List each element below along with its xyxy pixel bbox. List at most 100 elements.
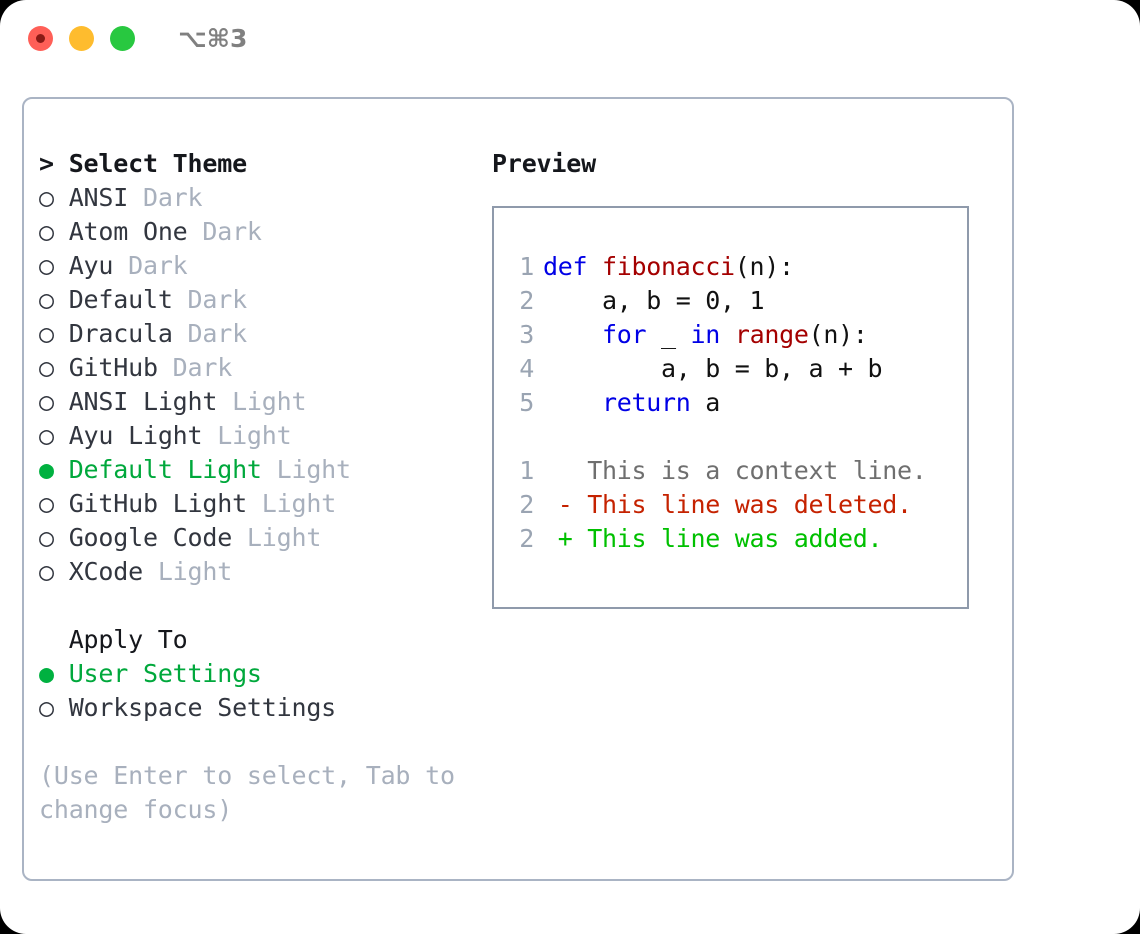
radio-selected-icon: ● xyxy=(39,455,54,484)
theme-option-google-code[interactable]: ○ Google Code Light xyxy=(39,521,492,555)
theme-option-label: Google Code xyxy=(53,523,233,552)
diff-text: This is a context line. xyxy=(587,456,927,485)
theme-option-ayu-light[interactable]: ○ Ayu Light Light xyxy=(39,419,492,453)
radio-unselected-icon: ○ xyxy=(39,523,54,552)
theme-option-kind: Dark xyxy=(172,285,248,314)
theme-option-kind: Dark xyxy=(187,217,262,246)
theme-option-ansi-light[interactable]: ○ ANSI Light Light xyxy=(39,385,492,419)
radio-unselected-icon: ○ xyxy=(39,693,54,722)
minimize-button[interactable] xyxy=(69,25,94,51)
theme-option-label: XCode xyxy=(53,557,143,586)
theme-option-label: Default xyxy=(53,285,173,314)
theme-option-kind: Dark xyxy=(128,183,203,212)
radio-unselected-icon: ○ xyxy=(39,387,54,416)
theme-option-kind: Light xyxy=(142,557,233,586)
code-token-plain: a xyxy=(690,388,721,417)
theme-option-label: GitHub xyxy=(53,353,158,382)
diff-text: This line was deleted. xyxy=(587,490,912,519)
code-diff-gap xyxy=(510,420,967,454)
theme-option-github-light[interactable]: ○ GitHub Light Light xyxy=(39,487,492,521)
theme-option-list: ○ ANSI Dark○ Atom One Dark○ Ayu Dark○ De… xyxy=(39,181,492,589)
code-token-fn: fibonacci xyxy=(602,252,735,281)
code-line-number: 4 xyxy=(519,354,534,383)
section-spacer xyxy=(39,589,492,623)
theme-option-default-light[interactable]: ● Default Light Light xyxy=(39,453,492,487)
code-line-number: 2 xyxy=(519,286,534,315)
theme-option-kind: Light xyxy=(232,523,322,552)
theme-option-kind: Light xyxy=(261,455,351,484)
theme-option-kind: Light xyxy=(217,387,307,416)
radio-selected-icon: ● xyxy=(39,659,54,688)
theme-option-label: GitHub Light xyxy=(53,489,247,518)
apply-to-option-label: User Settings xyxy=(53,659,262,688)
theme-option-kind: Dark xyxy=(172,319,248,348)
theme-option-label: Ayu Light xyxy=(53,421,203,450)
theme-option-label: Ayu xyxy=(53,251,114,280)
radio-unselected-icon: ○ xyxy=(39,217,54,246)
maximize-button[interactable] xyxy=(110,25,135,51)
theme-option-ansi[interactable]: ○ ANSI Dark xyxy=(39,181,492,215)
apply-to-option-user-settings[interactable]: ● User Settings xyxy=(39,657,492,691)
radio-unselected-icon: ○ xyxy=(39,557,54,586)
diff-sample: 1 This is a context line.2 - This line w… xyxy=(510,454,967,556)
theme-option-default[interactable]: ○ Default Dark xyxy=(39,283,492,317)
keyboard-shortcut-label: ⌥⌘3 xyxy=(178,23,248,53)
radio-unselected-icon: ○ xyxy=(39,421,54,450)
code-token-kw: in xyxy=(690,320,735,349)
title-bar: ⌥⌘3 xyxy=(0,0,1140,76)
apply-to-option-label: Workspace Settings xyxy=(53,693,337,722)
theme-option-kind: Dark xyxy=(113,251,188,280)
radio-unselected-icon: ○ xyxy=(39,353,54,382)
code-token-plain: (n): xyxy=(734,252,794,281)
theme-option-label: ANSI Light xyxy=(53,387,218,416)
code-token-kw: for xyxy=(602,320,647,349)
theme-picker-panel: > Select Theme ○ ANSI Dark○ Atom One Dar… xyxy=(22,97,1014,881)
theme-option-dracula[interactable]: ○ Dracula Dark xyxy=(39,317,492,351)
code-line-number: 3 xyxy=(519,320,534,349)
keyboard-hint-text: (Use Enter to select, Tab to change focu… xyxy=(39,761,455,824)
diff-sign: - xyxy=(543,490,588,519)
diff-sign: + xyxy=(543,524,588,553)
apply-to-option-workspace-settings[interactable]: ○ Workspace Settings xyxy=(39,691,492,725)
theme-option-ayu[interactable]: ○ Ayu Dark xyxy=(39,249,492,283)
radio-unselected-icon: ○ xyxy=(39,251,54,280)
apply-to-heading: Apply To xyxy=(39,625,188,654)
theme-selection-column: > Select Theme ○ ANSI Dark○ Atom One Dar… xyxy=(24,99,492,879)
diff-line-number: 2 xyxy=(519,524,534,553)
theme-option-github[interactable]: ○ GitHub Dark xyxy=(39,351,492,385)
preview-heading: Preview xyxy=(492,149,596,178)
code-line: 1 def fibonacci(n): xyxy=(510,250,967,284)
code-token-plain: _ xyxy=(646,320,691,349)
radio-unselected-icon: ○ xyxy=(39,489,54,518)
code-token-plain: a, b = b, a + b xyxy=(543,354,883,383)
code-line: 5 return a xyxy=(510,386,967,420)
diff-line-add: 2 + This line was added. xyxy=(510,522,967,556)
code-line: 3 for _ in range(n): xyxy=(510,318,967,352)
code-line-number: 1 xyxy=(519,252,534,281)
code-token-plain: (n): xyxy=(808,320,868,349)
diff-line-number: 2 xyxy=(519,490,534,519)
code-token-kw: return xyxy=(602,388,691,417)
code-token-plain xyxy=(543,388,602,417)
theme-option-kind: Light xyxy=(246,489,337,518)
code-token-kw: def xyxy=(543,252,603,281)
diff-text: This line was added. xyxy=(587,524,883,553)
code-token-plain xyxy=(543,320,602,349)
radio-unselected-icon: ○ xyxy=(39,285,54,314)
code-token-fn: range xyxy=(734,320,809,349)
theme-option-atom-one[interactable]: ○ Atom One Dark xyxy=(39,215,492,249)
close-button[interactable] xyxy=(28,25,53,51)
theme-option-xcode[interactable]: ○ XCode Light xyxy=(39,555,492,589)
diff-line-del: 2 - This line was deleted. xyxy=(510,488,967,522)
code-line: 4 a, b = b, a + b xyxy=(510,352,967,386)
code-token-plain: a, b = 0, 1 xyxy=(543,286,765,315)
theme-option-kind: Dark xyxy=(157,353,233,382)
code-line-number: 5 xyxy=(519,388,534,417)
diff-line-ctx: 1 This is a context line. xyxy=(510,454,967,488)
theme-option-label: ANSI xyxy=(53,183,129,212)
diff-sign xyxy=(543,456,587,485)
